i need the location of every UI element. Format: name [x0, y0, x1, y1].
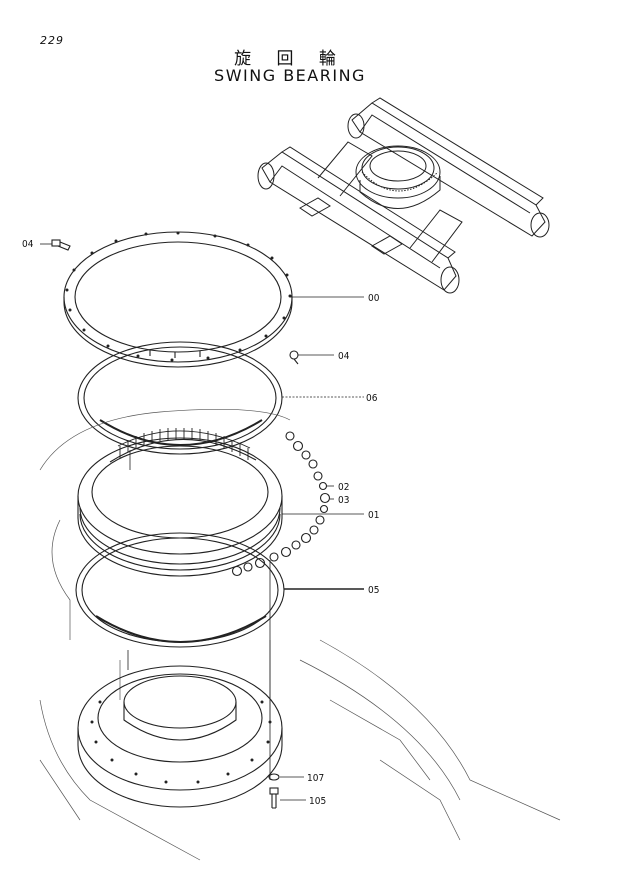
title-japanese: 旋 回 輪 [234, 49, 346, 69]
bolt-part-105 [269, 787, 279, 809]
page-number: 229 [40, 34, 64, 47]
seal-part-06 [77, 341, 283, 455]
callout-03: 03 [338, 495, 349, 506]
callout-107: 107 [307, 773, 324, 784]
callout-105: 105 [309, 796, 326, 807]
leader-lines [40, 243, 364, 801]
title-english: SWING BEARING [214, 66, 366, 85]
callout-05: 05 [368, 585, 379, 596]
revolving-frame-outline [39, 408, 561, 861]
outer-ring-part-00 [63, 231, 293, 368]
callout-02: 02 [338, 482, 349, 493]
base-flange [77, 665, 283, 808]
washer-part-107 [268, 773, 280, 781]
callout-06: 06 [366, 393, 378, 404]
inner-ring-part-01 [77, 428, 283, 577]
bolt-part-04-left [51, 239, 71, 251]
undercarriage-illustration [257, 97, 550, 294]
seal-part-05 [75, 532, 285, 648]
callout-04-left: 04 [22, 239, 34, 250]
callout-01: 01 [368, 510, 379, 521]
assembly-center-lines [127, 450, 271, 780]
bolt-part-04-right [289, 350, 299, 365]
callout-04-right: 04 [338, 351, 350, 362]
callout-00: 00 [368, 293, 380, 304]
